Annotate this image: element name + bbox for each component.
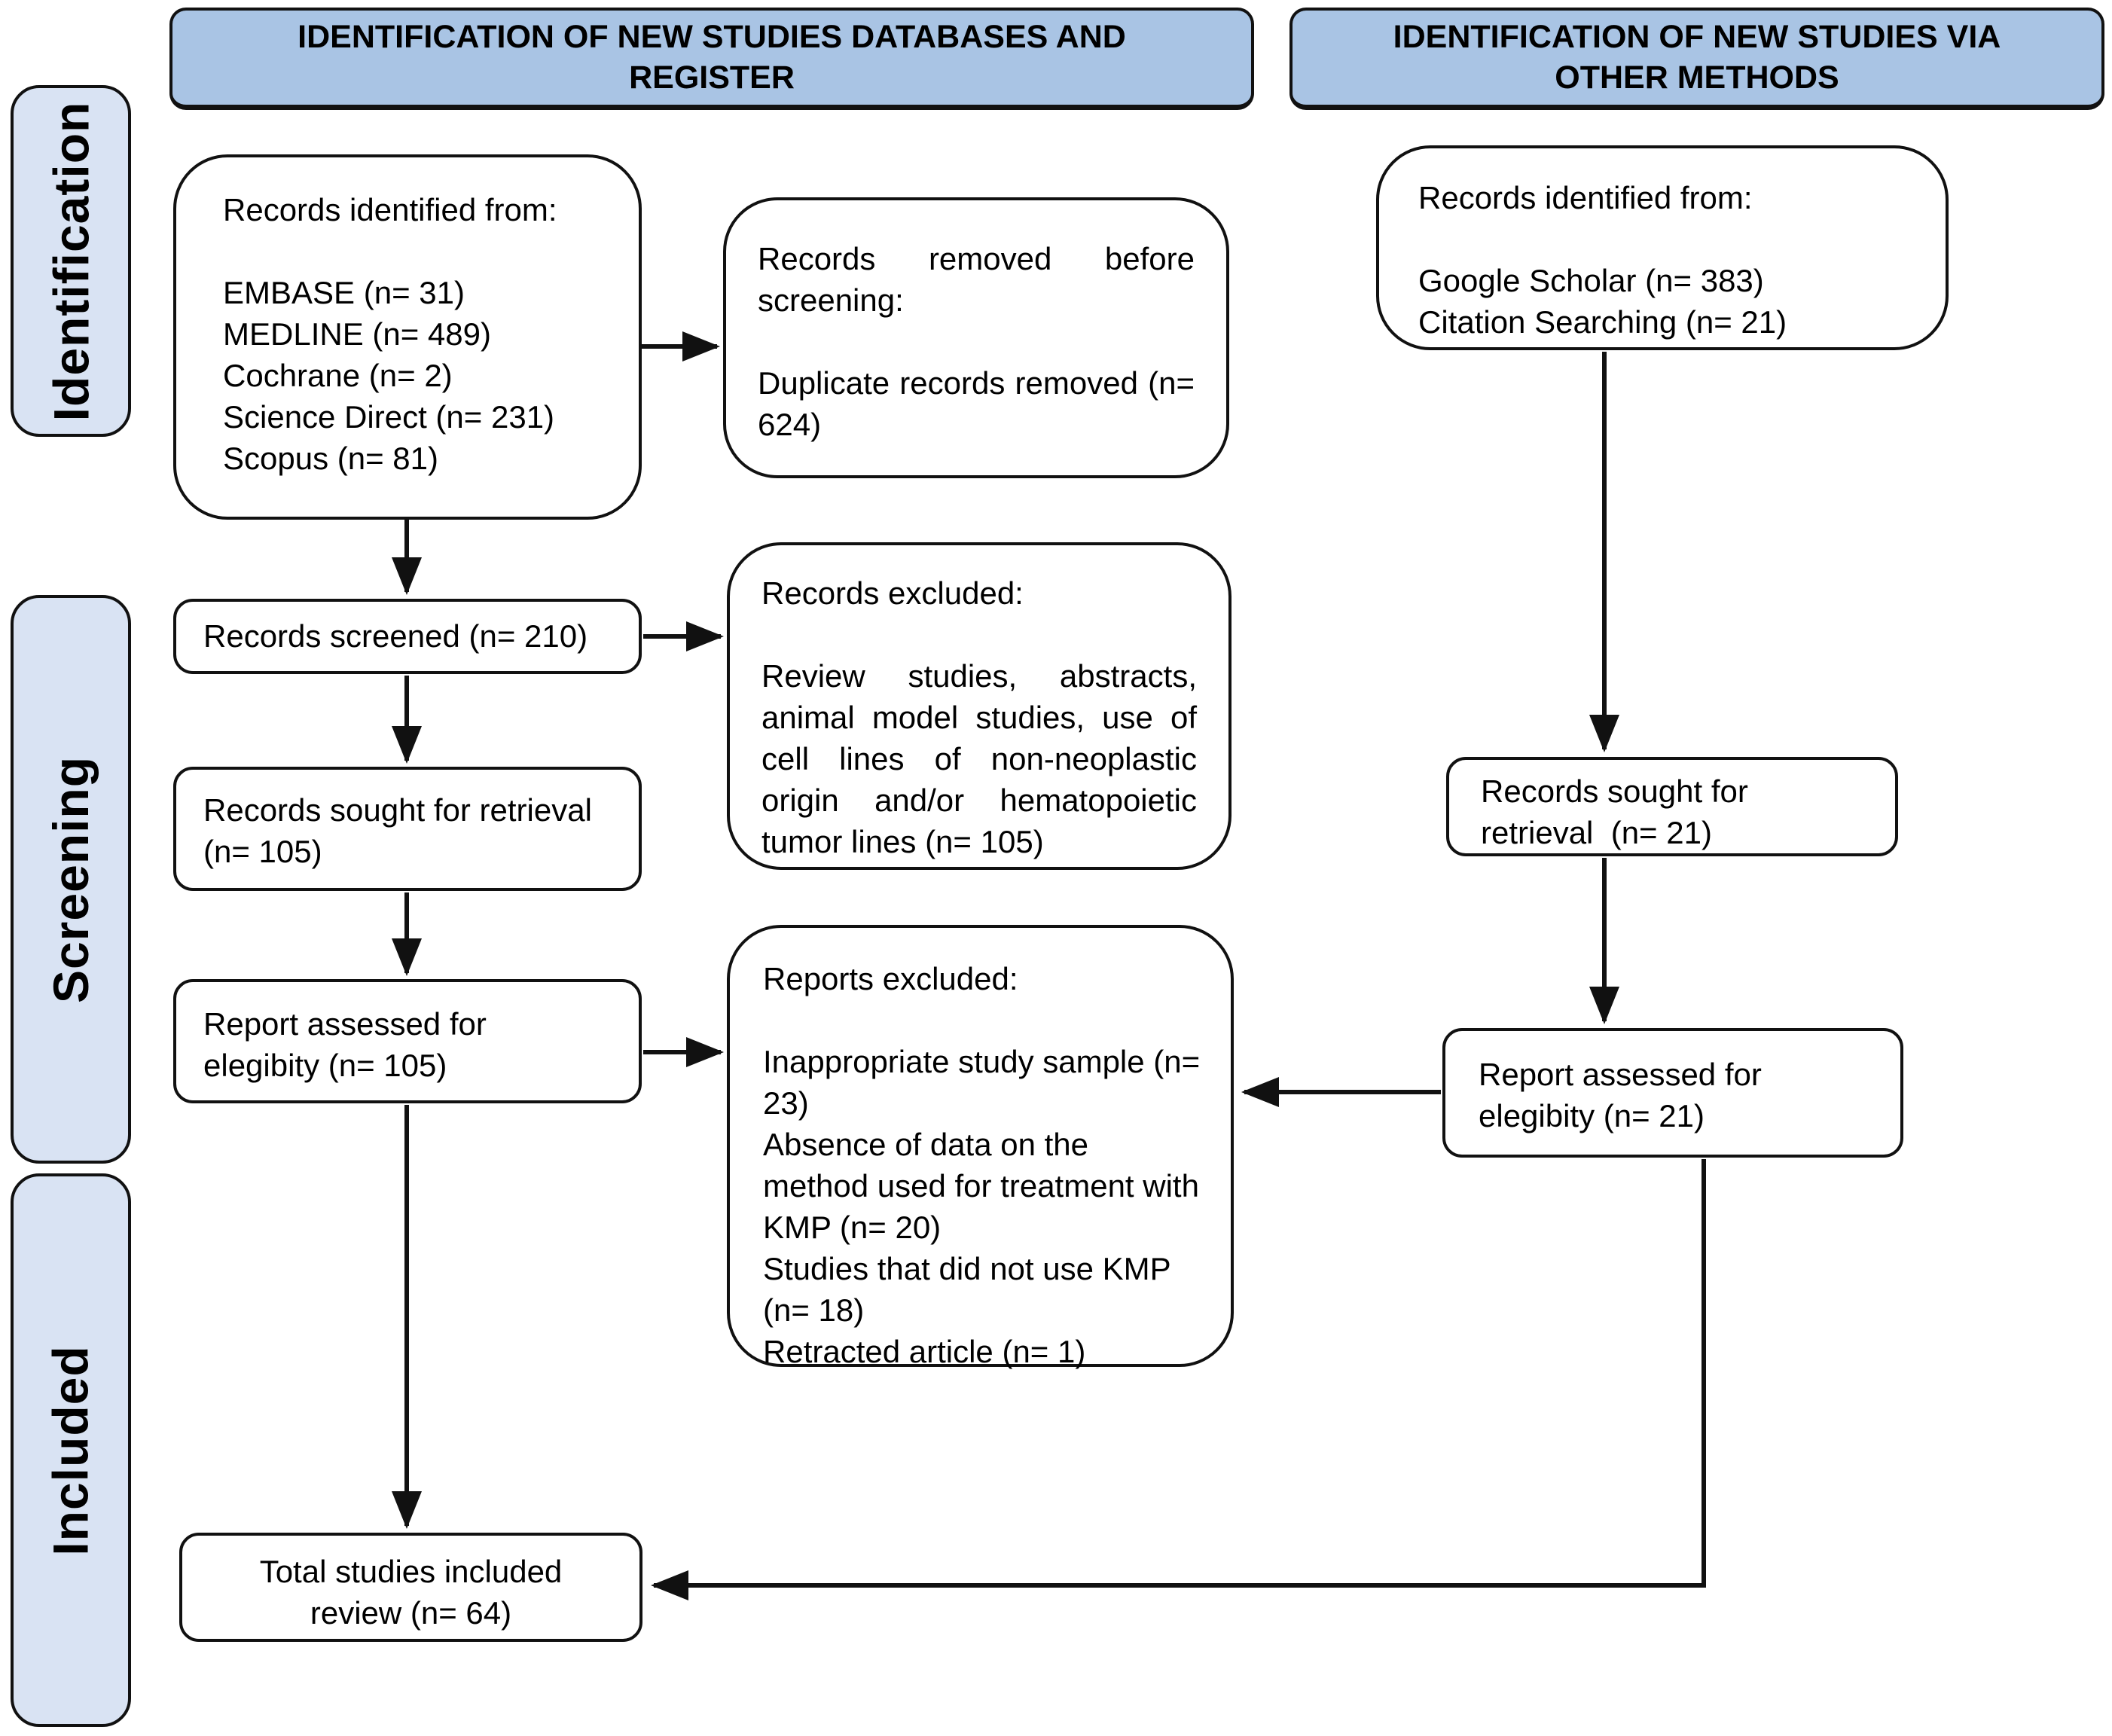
source-google-scholar: Google Scholar (n= 383)	[1418, 263, 1764, 299]
records-excluded-body: Review studies, abstracts, animal model …	[761, 658, 1206, 860]
records-identified-other-title: Records identified from:	[1418, 180, 1753, 215]
box-records-sought-databases: Records sought for retrieval (n= 105)	[173, 767, 642, 891]
box-records-screened: Records screened (n= 210)	[173, 599, 642, 674]
box-reports-excluded: Reports excluded: Inappropriate study sa…	[727, 925, 1234, 1369]
source-cochrane: Cochrane (n= 2)	[223, 358, 453, 394]
records-screened-label: Records screened (n= 210)	[203, 618, 588, 654]
header-other-methods-label: IDENTIFICATION OF NEW STUDIES VIA OTHER …	[1393, 18, 2001, 96]
exclusion-reason-no-kmp: Studies that did not use KMP (n= 18)	[763, 1251, 1180, 1329]
source-scopus: Scopus (n= 81)	[223, 441, 439, 477]
report-assessed-other-label: Report assessed for elegibity (n= 21)	[1479, 1057, 1771, 1134]
records-sought-other-label: Records sought for retrieval (n= 21)	[1481, 773, 1757, 851]
records-removed-body: Duplicate records removed (n= 624)	[758, 365, 1204, 443]
header-databases-register-label: IDENTIFICATION OF NEW STUDIES DATABASES …	[298, 18, 1126, 96]
stage-included: Included	[11, 1173, 131, 1727]
box-records-sought-other: Records sought for retrieval (n= 21)	[1446, 757, 1898, 856]
exclusion-reason-sample: Inappropriate study sample (n= 23)	[763, 1044, 1209, 1121]
header-other-methods: IDENTIFICATION OF NEW STUDIES VIA OTHER …	[1289, 8, 2104, 110]
box-records-identified-databases: Records identified from: EMBASE (n= 31) …	[173, 154, 642, 520]
source-science-direct: Science Direct (n= 231)	[223, 399, 555, 435]
exclusion-reason-retracted: Retracted article (n= 1)	[763, 1334, 1086, 1370]
box-report-assessed-databases: Report assessed for elegibity (n= 105)	[173, 979, 642, 1103]
box-records-excluded: Records excluded: Review studies, abstra…	[727, 542, 1231, 870]
box-records-removed: Records removed before screening: Duplic…	[723, 197, 1229, 478]
report-assessed-databases-label: Report assessed for elegibity (n= 105)	[203, 1006, 496, 1084]
records-identified-databases-title: Records identified from:	[223, 192, 557, 227]
stage-identification-label: Identification	[43, 101, 99, 421]
box-total-included: Total studies included review (n= 64)	[179, 1533, 642, 1642]
reports-excluded-title: Reports excluded:	[763, 961, 1018, 996]
total-included-label: Total studies included review (n= 64)	[259, 1554, 571, 1631]
stage-included-label: Included	[43, 1344, 99, 1556]
header-databases-register: IDENTIFICATION OF NEW STUDIES DATABASES …	[169, 8, 1254, 110]
source-citation-searching: Citation Searching (n= 21)	[1418, 304, 1787, 340]
records-sought-databases-label: Records sought for retrieval (n= 105)	[203, 792, 601, 870]
box-report-assessed-other: Report assessed for elegibity (n= 21)	[1442, 1028, 1903, 1158]
box-records-identified-other: Records identified from: Google Scholar …	[1376, 145, 1949, 350]
stage-screening-label: Screening	[43, 755, 99, 1003]
stage-identification: Identification	[11, 85, 131, 437]
source-medline: MEDLINE (n= 489)	[223, 316, 491, 352]
records-removed-title: Records removed before screening:	[758, 241, 1204, 319]
stage-screening: Screening	[11, 595, 131, 1164]
exclusion-reason-absence-data: Absence of data on the method used for t…	[763, 1127, 1208, 1246]
records-excluded-title: Records excluded:	[761, 575, 1024, 611]
source-embase: EMBASE (n= 31)	[223, 275, 465, 311]
